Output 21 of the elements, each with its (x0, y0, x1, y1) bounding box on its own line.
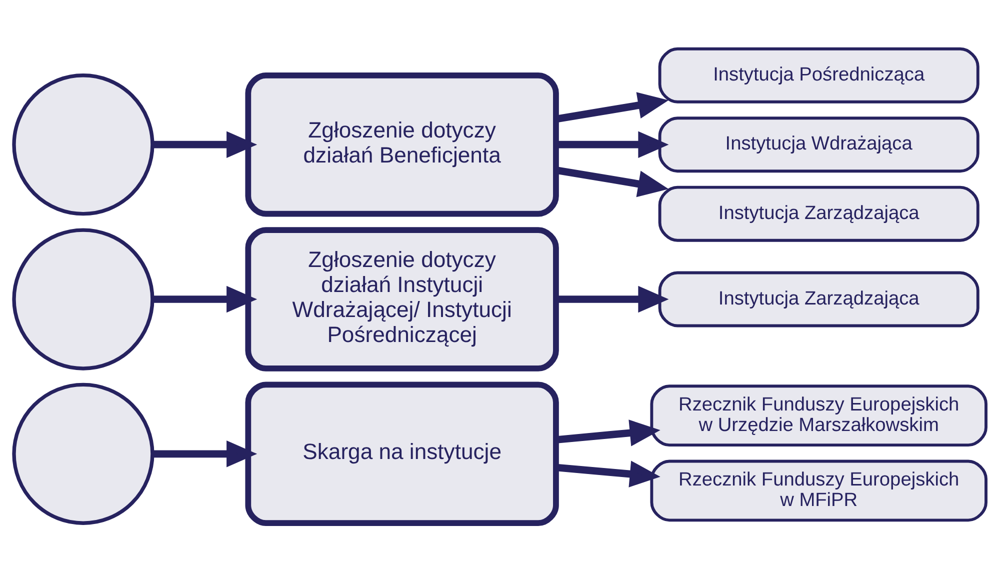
node-box: Zgłoszenie dotyczy działań Beneficjenta (245, 72, 559, 217)
arrow (556, 420, 660, 446)
node-box: Rzecznik Funduszy Europejskich w MFiPR (650, 460, 988, 522)
node-box: Instytucja Pośrednicząca (658, 47, 980, 104)
node-box: Instytucja Zarządzająca (658, 186, 980, 242)
arrow (152, 440, 258, 468)
node-person (12, 382, 154, 525)
node-person (12, 228, 154, 370)
arrow (556, 166, 669, 198)
arrow (152, 286, 258, 313)
node-box: Zgłoszenie dotyczy działań Instytucji Wdrażającej/ Instytucji Pośredniczącej (245, 227, 559, 372)
node-box: Instytucja Zarządzająca (658, 271, 980, 328)
arrow (152, 131, 258, 158)
arrow (556, 131, 669, 158)
node-box: Instytucja Wdrażająca (658, 116, 980, 173)
arrow (556, 460, 660, 488)
node-person (12, 74, 154, 216)
node-box: Rzecznik Funduszy Europejskich w Urzędzie Marszałkowskim (650, 384, 988, 447)
node-box: Skarga na instytucje (245, 382, 559, 526)
arrow (556, 92, 669, 123)
arrow (556, 286, 669, 313)
